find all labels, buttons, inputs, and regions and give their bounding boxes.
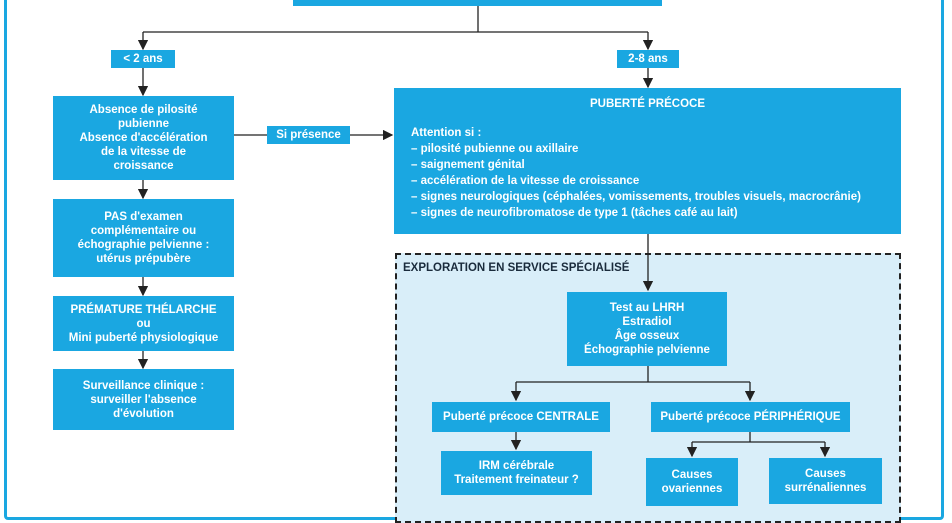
left-box-1-line-1: Absence de pilosité — [89, 104, 198, 116]
left-box-surveillance: Surveillance clinique : surveiller l'abs… — [53, 369, 234, 430]
left-box-1-line-2: pubienne — [117, 118, 170, 130]
puberty-item-1: – pilosité pubienne ou axillaire — [411, 143, 579, 155]
irm-line-2: Traitement freinateur ? — [454, 474, 579, 486]
puberty-intro: Attention si : — [411, 127, 482, 139]
left-box-1-line-5: croissance — [113, 160, 174, 172]
left-box-absence: Absence de pilosité pubienne Absence d'a… — [53, 96, 234, 180]
central-puberty-box: Puberté précoce CENTRALE — [432, 402, 610, 432]
left-box-1-line-3: Absence d'accélération — [79, 132, 208, 144]
exploration-title: EXPLORATION EN SERVICE SPÉCIALISÉ — [403, 262, 630, 274]
branch-under-2-label: < 2 ans — [123, 53, 163, 65]
left-box-2-line-3: échographie pelvienne : — [77, 239, 210, 251]
ovarian-causes-box: Causes ovariennes — [646, 458, 738, 506]
left-box-1-line-4: de la vitesse de — [100, 146, 187, 158]
irm-box: IRM cérébrale Traitement freinateur ? — [441, 451, 592, 495]
left-box-4-line-3: d'évolution — [113, 407, 174, 420]
left-box-no-exam: PAS d'examen complémentaire ou échograph… — [53, 199, 234, 277]
top-box — [293, 0, 662, 6]
ovarian-line-1: Causes — [671, 469, 713, 481]
tests-line-2: Estradiol — [622, 316, 672, 328]
adrenal-line-2: surrénaliennes — [784, 482, 867, 494]
puberty-item-3: – accélération de la vitesse de croissan… — [411, 175, 640, 187]
left-box-4-line-1: Surveillance clinique : — [82, 379, 205, 392]
adrenal-causes-box: Causes surrénaliennes — [769, 458, 882, 504]
left-box-2-line-4: utérus prépubère — [96, 253, 191, 265]
presence-label-text: Si présence — [276, 129, 341, 141]
left-box-3-line-3: Mini puberté physiologique — [68, 331, 219, 344]
tests-line-4: Échographie pelvienne — [584, 344, 710, 356]
puberty-item-4: – signes neurologiques (céphalées, vomis… — [411, 191, 861, 203]
left-box-2-line-2: complémentaire ou — [90, 225, 197, 237]
central-puberty-label: Puberté précoce CENTRALE — [443, 411, 599, 423]
tests-box: Test au LHRH Estradiol Âge osseux Échogr… — [567, 292, 727, 366]
left-box-2-line-1: PAS d'examen — [104, 211, 183, 223]
tests-line-3: Âge osseux — [614, 330, 680, 342]
branch-under-2-years: < 2 ans — [111, 50, 175, 68]
left-box-3-line-1: PRÉMATURE THÉLARCHE — [70, 303, 217, 316]
branch-2-8-label: 2-8 ans — [628, 53, 668, 65]
tests-line-1: Test au LHRH — [609, 302, 685, 314]
puberty-item-2: – saignement génital — [411, 159, 525, 171]
left-box-3-line-2: ou — [136, 317, 151, 330]
puberty-precoce-box: PUBERTÉ PRÉCOCE Attention si : – pilosit… — [394, 88, 901, 234]
puberty-title: PUBERTÉ PRÉCOCE — [589, 98, 706, 110]
branch-2-8-years: 2-8 ans — [617, 50, 679, 68]
adrenal-line-1: Causes — [805, 468, 846, 480]
presence-label: Si présence — [267, 126, 350, 144]
peripheral-puberty-box: Puberté précoce PÉRIPHÉRIQUE — [651, 402, 850, 432]
puberty-list: Attention si : – pilosité pubienne ou ax… — [411, 125, 861, 221]
puberty-item-5: – signes de neurofibromatose de type 1 (… — [411, 207, 738, 219]
left-box-4-line-2: surveiller l'absence — [90, 393, 197, 406]
left-box-thelarche: PRÉMATURE THÉLARCHE ou Mini puberté phys… — [53, 296, 234, 351]
ovarian-line-2: ovariennes — [661, 483, 723, 495]
peripheral-puberty-label: Puberté précoce PÉRIPHÉRIQUE — [660, 411, 841, 423]
irm-line-1: IRM cérébrale — [478, 460, 555, 472]
